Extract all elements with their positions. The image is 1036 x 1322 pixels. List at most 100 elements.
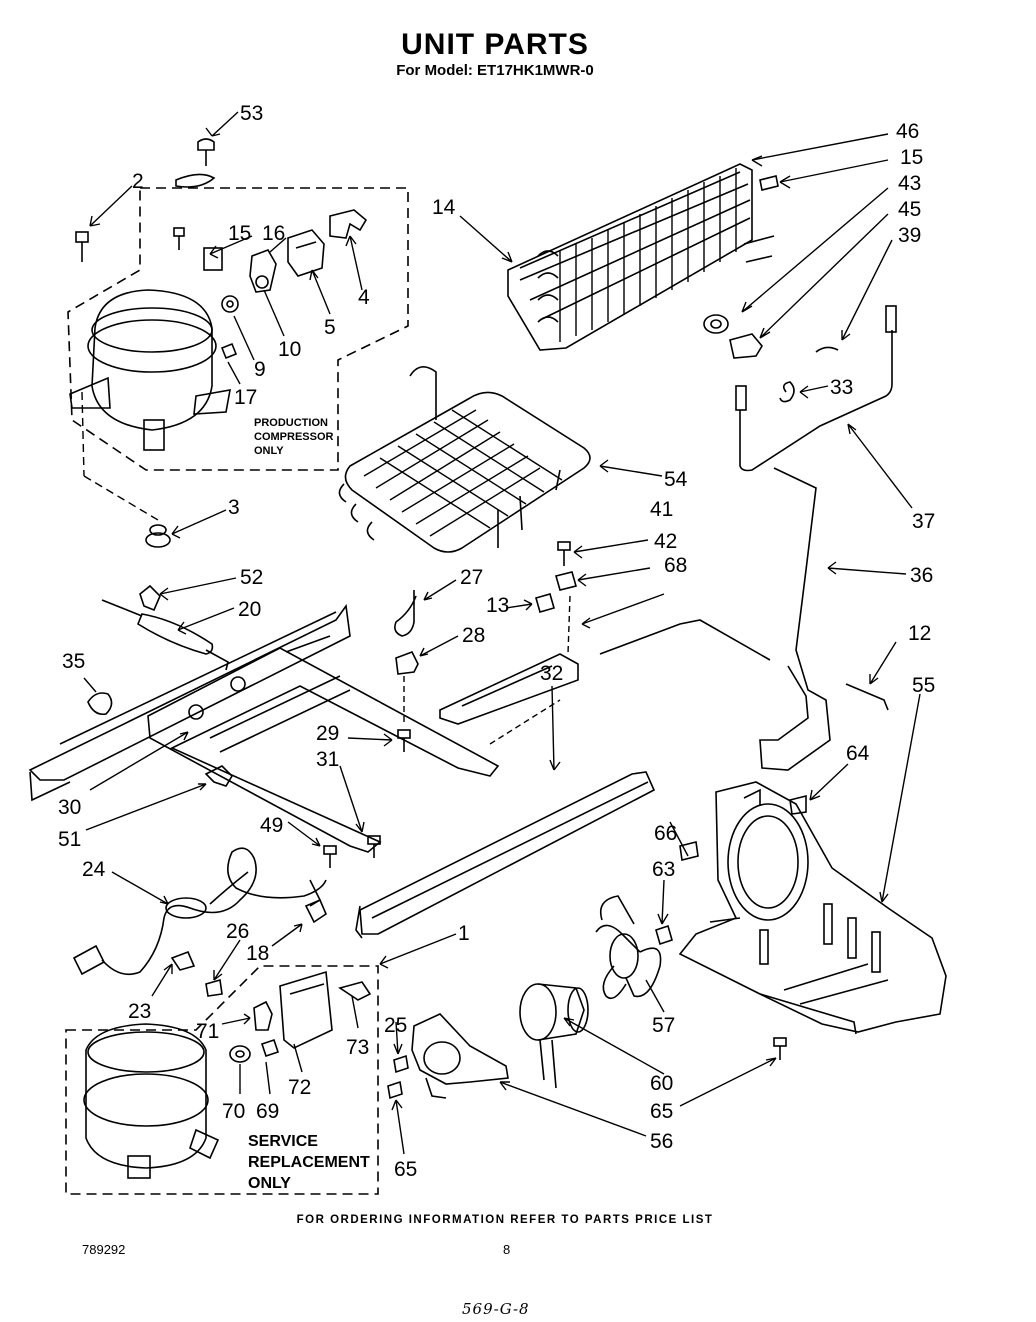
screw-part-15-right bbox=[759, 175, 779, 191]
callout-49: 49 bbox=[260, 814, 283, 837]
document-number: 789292 bbox=[82, 1242, 126, 1257]
service-replacement-boundary bbox=[65, 965, 379, 1195]
page-number: 8 bbox=[503, 1242, 511, 1257]
clip-part-23 bbox=[170, 950, 196, 971]
callout-36: 36 bbox=[910, 564, 933, 587]
production-compressor bbox=[69, 289, 231, 451]
capillary-tube-part-37 bbox=[735, 305, 897, 472]
svg-text:REPLACEMENT: REPLACEMENT bbox=[248, 1154, 370, 1171]
callout-17: 17 bbox=[234, 386, 257, 409]
grommet-part-43 bbox=[703, 314, 729, 334]
ordering-note: FOR ORDERING INFORMATION REFER TO PARTS … bbox=[296, 1214, 714, 1226]
relay-part-16 bbox=[203, 247, 223, 271]
connector-part-28 bbox=[395, 650, 419, 675]
callout-63: 63 bbox=[652, 858, 675, 881]
screw-part-65-left bbox=[387, 1080, 403, 1100]
callout-12: 12 bbox=[908, 622, 931, 645]
callout-57: 57 bbox=[652, 1014, 675, 1037]
callout-15-upper: 15 bbox=[228, 222, 251, 245]
screw-part-15-upper bbox=[173, 227, 185, 250]
callout-56: 56 bbox=[650, 1130, 673, 1153]
evaporator-part-54 bbox=[338, 366, 591, 553]
tube-part-36 bbox=[759, 467, 831, 771]
relay-cover-part-5 bbox=[287, 229, 325, 277]
callout-53: 53 bbox=[240, 102, 263, 125]
callout-73: 73 bbox=[346, 1036, 369, 1059]
svg-text:ONLY: ONLY bbox=[254, 445, 284, 457]
service-compressor bbox=[83, 1023, 220, 1179]
callout-16: 16 bbox=[262, 222, 285, 245]
svg-text:SERVICE: SERVICE bbox=[248, 1133, 318, 1150]
plug-part-18 bbox=[304, 898, 327, 924]
relay-part-72 bbox=[279, 970, 333, 1049]
callout-28: 28 bbox=[462, 624, 485, 647]
screw-part-65-right bbox=[773, 1037, 787, 1060]
callout-2: 2 bbox=[132, 170, 144, 193]
drain-tube-part-12 bbox=[845, 683, 889, 711]
cross-brace-part-32 bbox=[355, 771, 656, 939]
condenser-part-14 bbox=[507, 163, 775, 351]
callout-46: 46 bbox=[896, 120, 919, 143]
grommet-part-70 bbox=[229, 1045, 251, 1063]
clip-part-4 bbox=[329, 209, 368, 239]
callout-30: 30 bbox=[58, 796, 81, 819]
svg-text:COMPRESSOR: COMPRESSOR bbox=[254, 431, 334, 443]
power-cord-part-24 bbox=[72, 847, 327, 976]
callout-15-right: 15 bbox=[900, 146, 923, 169]
screw-part-41 bbox=[557, 541, 571, 566]
callout-23: 23 bbox=[128, 1000, 151, 1023]
screw-part-26 bbox=[205, 978, 223, 997]
clip-part-63 bbox=[655, 924, 673, 946]
callout-37: 37 bbox=[912, 510, 935, 533]
bracket-part-45 bbox=[729, 333, 763, 359]
callout-69: 69 bbox=[256, 1100, 279, 1123]
svg-text:PRODUCTION: PRODUCTION bbox=[254, 417, 328, 429]
screw-part-53 bbox=[175, 138, 216, 188]
callout-68: 68 bbox=[664, 554, 687, 577]
callout-42: 42 bbox=[654, 530, 677, 553]
drain-line-part bbox=[599, 619, 771, 661]
grommet-part-9 bbox=[221, 295, 239, 313]
grommet-part-35 bbox=[87, 692, 113, 716]
callout-32: 32 bbox=[540, 662, 563, 685]
clip-part-52 bbox=[139, 584, 161, 612]
callout-1: 1 bbox=[458, 922, 470, 945]
callout-5: 5 bbox=[324, 316, 336, 339]
callout-18: 18 bbox=[246, 942, 269, 965]
callout-41: 41 bbox=[650, 498, 673, 521]
callout-14: 14 bbox=[432, 196, 456, 219]
clip-part-33 bbox=[779, 381, 795, 403]
screw-part-66 bbox=[679, 841, 699, 861]
callout-45: 45 bbox=[898, 198, 921, 221]
mounting-frame-part-30 bbox=[28, 603, 500, 853]
production-compressor-note: PRODUCTION COMPRESSOR ONLY bbox=[254, 417, 334, 457]
overload-part-10 bbox=[249, 249, 277, 293]
overload-part-71 bbox=[253, 1000, 273, 1031]
callout-31: 31 bbox=[316, 748, 339, 771]
clip-part-51 bbox=[204, 765, 234, 787]
svg-text:ONLY: ONLY bbox=[248, 1175, 291, 1192]
leader-lines bbox=[83, 111, 921, 1155]
model-subtitle: For Model: ET17HK1MWR-0 bbox=[396, 62, 594, 79]
callout-39: 39 bbox=[898, 224, 921, 247]
callout-33: 33 bbox=[830, 376, 853, 399]
callout-29: 29 bbox=[316, 722, 339, 745]
page-title: UNIT PARTS bbox=[401, 28, 589, 61]
fan-bracket-part-55 bbox=[678, 781, 947, 1035]
fan-blade-part-57 bbox=[595, 895, 662, 1000]
clip-part-39 bbox=[815, 346, 839, 353]
callout-60: 60 bbox=[650, 1072, 673, 1095]
clip-part-73 bbox=[338, 981, 372, 1001]
callout-10: 10 bbox=[278, 338, 301, 361]
screw-part-25 bbox=[393, 1054, 409, 1074]
callout-65-right: 65 bbox=[650, 1100, 673, 1123]
callout-51: 51 bbox=[58, 828, 81, 851]
callout-13: 13 bbox=[486, 594, 509, 617]
heater-part-68 bbox=[439, 595, 579, 725]
clip-part-17 bbox=[220, 342, 238, 360]
callout-9: 9 bbox=[254, 358, 266, 381]
motor-bracket-part-56 bbox=[411, 1013, 509, 1099]
screw-part-29 bbox=[397, 729, 411, 752]
